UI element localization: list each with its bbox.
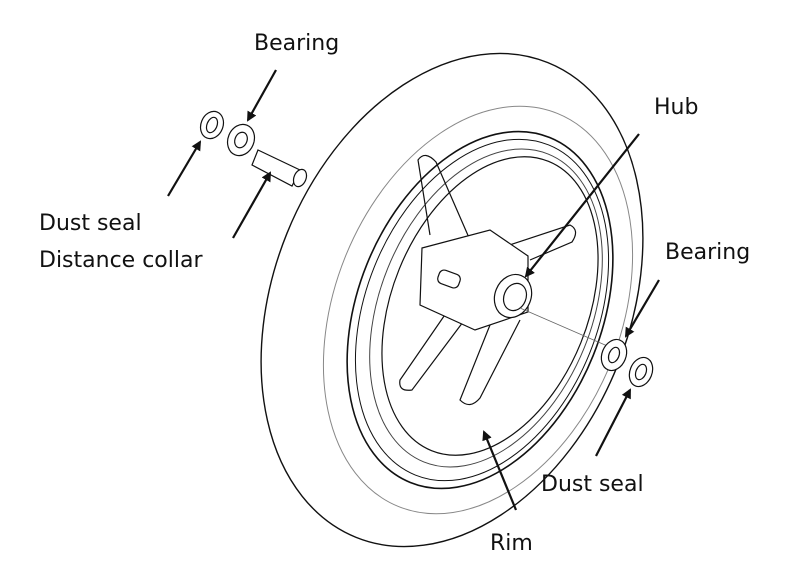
label-rim: Rim <box>490 531 533 556</box>
spoke-bottom <box>459 299 521 406</box>
spokes <box>399 154 577 406</box>
distance-collar <box>251 149 301 187</box>
arrow-rim <box>482 430 518 511</box>
rim-line-1 <box>354 138 610 482</box>
arrow-dust-seal-right <box>595 388 631 457</box>
arrow-hub <box>524 133 640 278</box>
axis-line <box>519 307 613 349</box>
rim-line-2 <box>369 148 603 468</box>
spoke-right <box>469 224 577 261</box>
right-parts <box>600 338 654 388</box>
label-bearing-left: Bearing <box>254 31 340 56</box>
label-distance-collar: Distance collar <box>39 248 203 273</box>
label-dust-seal-left: Dust seal <box>39 211 142 236</box>
label-dust-seal-right: Dust seal <box>541 472 644 497</box>
spoke-bottom-left <box>399 289 479 391</box>
hub <box>419 229 533 331</box>
rim <box>346 130 614 490</box>
rim-outer <box>346 130 614 490</box>
arrow-bearing-right <box>624 279 660 338</box>
hub-bore <box>502 282 528 312</box>
arrow-dust-seal-left <box>167 140 202 197</box>
label-hub: Hub <box>654 95 699 120</box>
arrow-distance-collar <box>232 171 271 239</box>
left-parts <box>199 110 308 188</box>
hub-slot <box>437 269 461 289</box>
arrow-bearing-left <box>247 69 277 122</box>
spoke-top <box>417 154 471 241</box>
rim-inner <box>381 156 599 456</box>
label-bearing-right: Bearing <box>665 240 751 265</box>
